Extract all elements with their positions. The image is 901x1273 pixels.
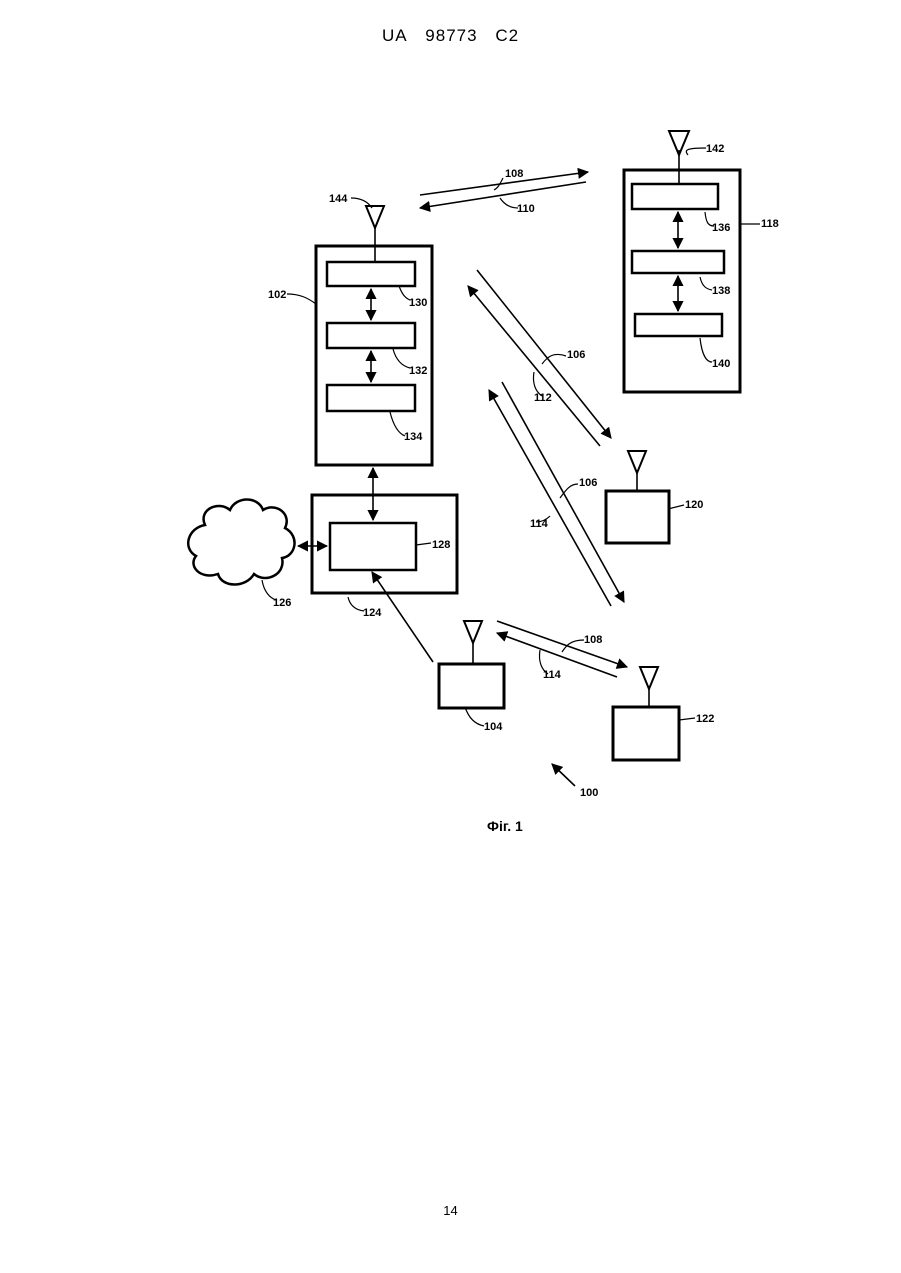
figure-caption: Фіг. 1 <box>487 818 523 834</box>
label-144: 144 <box>329 193 348 205</box>
label-132: 132 <box>409 365 427 377</box>
network-cloud-icon <box>188 500 327 585</box>
antenna-icon <box>628 451 646 473</box>
label-100: 100 <box>580 787 598 799</box>
label-122: 122 <box>696 713 714 725</box>
antenna-icon <box>640 667 658 689</box>
label-104: 104 <box>484 721 503 733</box>
label-134: 134 <box>404 431 423 443</box>
label-120: 120 <box>685 499 703 511</box>
terminal-120 <box>606 451 669 543</box>
label-128: 128 <box>432 539 450 551</box>
label-124: 124 <box>363 607 382 619</box>
label-140: 140 <box>712 358 730 370</box>
terminal-118 <box>624 131 740 392</box>
label-118: 118 <box>761 218 779 230</box>
bs-module-132 <box>327 323 415 348</box>
label-110: 110 <box>517 203 535 215</box>
label-126: 126 <box>273 597 291 609</box>
page-number: 14 <box>0 1203 901 1218</box>
bs-module-130 <box>327 262 415 286</box>
label-142: 142 <box>706 143 724 155</box>
label-138: 138 <box>712 285 730 297</box>
label-108-bottom: 108 <box>584 634 602 646</box>
label-112: 112 <box>534 392 552 404</box>
antenna-icon <box>464 621 482 643</box>
base-station-102 <box>316 206 432 465</box>
label-106-lower: 106 <box>579 477 597 489</box>
label-106-upper: 106 <box>567 349 585 361</box>
label-108-top: 108 <box>505 168 523 180</box>
label-114-upper: 114 <box>530 518 549 530</box>
terminal-122 <box>613 667 679 760</box>
bs-module-134 <box>327 385 415 411</box>
label-114-lower: 114 <box>543 669 562 681</box>
label-102: 102 <box>268 289 286 301</box>
label-130: 130 <box>409 297 427 309</box>
label-136: 136 <box>712 222 730 234</box>
controller-128 <box>312 468 457 593</box>
